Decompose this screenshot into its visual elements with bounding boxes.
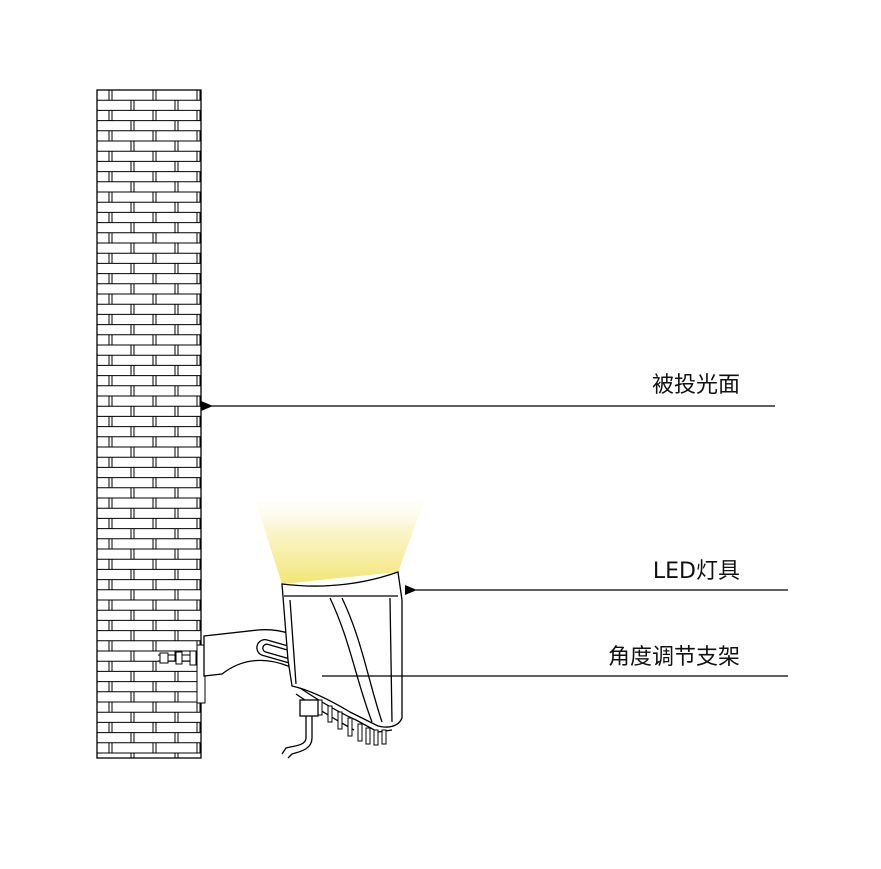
label-illuminated-surface: 被投光面 xyxy=(652,373,740,398)
power-cable xyxy=(281,699,319,759)
heat-sink-fin xyxy=(381,729,387,745)
label-led-fixture: LED灯具 xyxy=(653,559,740,584)
heat-sink-fin xyxy=(357,723,363,742)
brick-pattern xyxy=(97,90,201,758)
heat-sink-fins xyxy=(317,699,387,746)
label-angle-bracket: 角度调节支架 xyxy=(608,645,740,670)
brick-wall xyxy=(96,89,202,759)
heat-sink-fin xyxy=(327,705,333,723)
heat-sink-fin xyxy=(337,711,343,730)
led-fixture xyxy=(281,571,403,733)
light-beam xyxy=(252,490,428,584)
heat-sink-fin xyxy=(347,717,353,737)
heat-sink-fin xyxy=(365,727,371,745)
heat-sink-fin xyxy=(373,729,379,746)
